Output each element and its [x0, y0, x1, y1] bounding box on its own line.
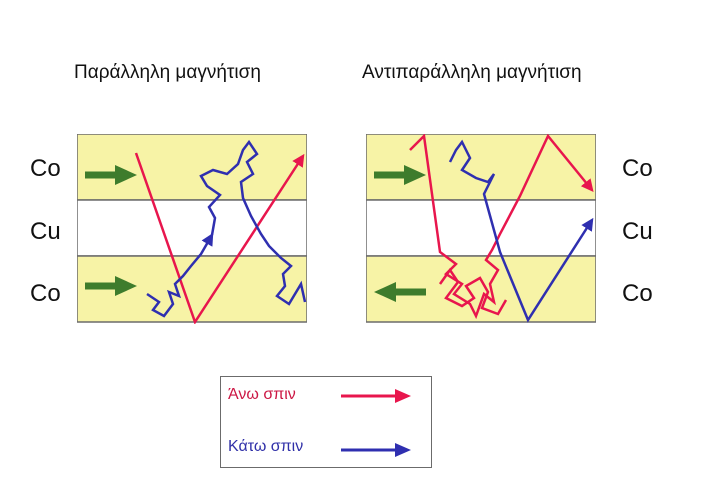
- spin-down-path: [448, 139, 594, 323]
- spin-up-arrow-icon: [341, 389, 411, 403]
- co-layer-top: [77, 134, 307, 201]
- left-label-cu: Cu: [30, 218, 61, 245]
- spin-up-path: [409, 134, 594, 320]
- magnetization-arrow-left-icon: [374, 282, 426, 302]
- antiparallel-title: Αντιπαράλληλη μαγνήτιση: [362, 62, 582, 83]
- spin-up-path: [134, 152, 305, 324]
- left-label-co-bottom: Co: [30, 280, 61, 307]
- spin-down-path-2: [199, 139, 307, 306]
- parallel-title: Παράλληλη μαγνήτιση: [74, 62, 261, 83]
- right-label-co-top: Co: [622, 155, 653, 182]
- legend: Άνω σπιν Κάτω σπιν: [220, 376, 432, 468]
- magnetization-arrow-right-icon: [85, 276, 137, 296]
- spin-up-scatter: [438, 267, 508, 316]
- co-layer-top: [366, 134, 596, 201]
- legend-spin-up-label: Άνω σπιν: [228, 386, 296, 403]
- spin-down-path: [146, 232, 214, 318]
- magnetization-arrow-right-icon: [85, 165, 137, 185]
- cu-layer: [77, 199, 307, 257]
- legend-spin-down-label: Κάτω σπιν: [228, 438, 304, 455]
- parallel-panel: [77, 134, 307, 324]
- right-label-co-bottom: Co: [622, 280, 653, 307]
- magnetization-arrow-right-icon: [374, 165, 426, 185]
- cu-layer: [366, 199, 596, 257]
- right-label-cu: Cu: [622, 218, 653, 245]
- antiparallel-panel: [366, 134, 596, 324]
- left-label-co-top: Co: [30, 155, 61, 182]
- spin-down-arrow-icon: [341, 443, 411, 457]
